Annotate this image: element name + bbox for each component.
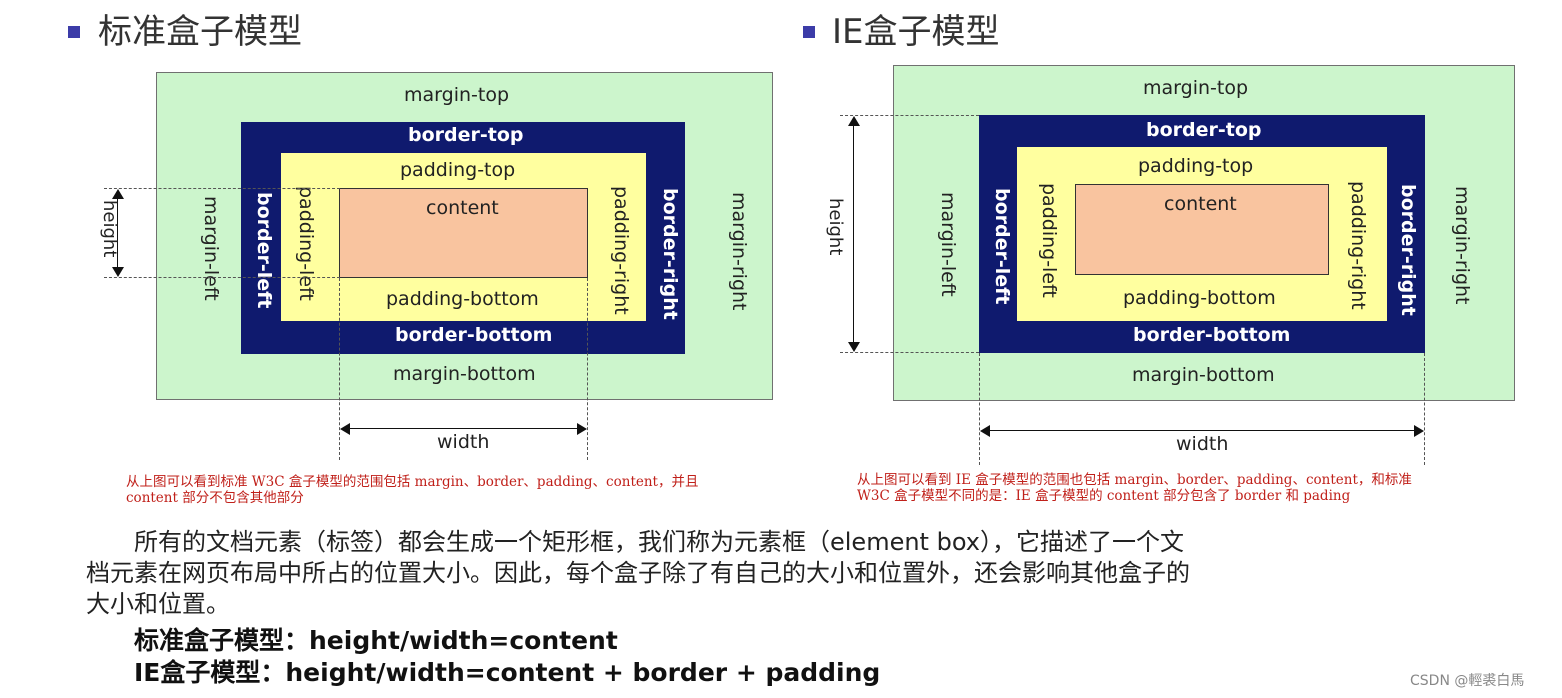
standard-width-arrow-left [340,423,350,435]
ie-padding-left-label: padding-left [1038,183,1060,298]
ie-width-label: width [1176,433,1229,455]
standard-padding-top-label: padding-top [400,159,516,181]
standard-margin-bottom-label: margin-bottom [393,363,536,385]
standard-margin-left-label: margin-left [200,196,222,301]
ie-note-line1: 从上图可以看到 IE 盒子模型的范围也包括 margin、border、padd… [857,472,1412,488]
ie-height-guide-top [840,115,979,116]
standard-height-guide-bottom [104,277,340,278]
standard-width-guide-right [587,278,588,460]
csdn-watermark: CSDN @輕裘白馬 [1410,673,1525,689]
standard-height-guide-top [104,188,340,189]
ie-padding-top-label: padding-top [1138,155,1254,177]
ie-note: 从上图可以看到 IE 盒子模型的范围也包括 margin、border、padd… [857,472,1537,504]
ie-width-arrow-right [1414,425,1424,437]
ie-margin-right-label: margin-right [1451,186,1473,305]
standard-content-area [339,188,588,278]
ie-height-guide-bottom [840,352,979,353]
ie-content-label: content [1164,193,1237,215]
standard-width-arrow-right [577,423,587,435]
formula-ie: IE盒子模型：height/width=content + border + p… [134,658,881,687]
ie-border-right-label: border-right [1397,184,1419,316]
title-bullet-standard [68,26,80,38]
standard-width-label: width [437,431,490,453]
ie-border-left-label: border-left [991,188,1013,305]
description-line-3: 大小和位置。 [86,590,230,618]
standard-note-line2: content 部分不包含其他部分 [126,490,304,506]
standard-height-label: height [99,200,120,258]
description-line-1: 所有的文档元素（标签）都会生成一个矩形框，我们称为元素框（element box… [134,528,1184,556]
ie-height-line [853,123,854,345]
ie-height-label: height [825,198,846,256]
standard-height-line [117,196,118,270]
ie-border-bottom-label: border-bottom [1133,324,1291,346]
ie-width-guide-right [1424,353,1425,465]
standard-note-line1: 从上图可以看到标准 W3C 盒子模型的范围包括 margin、border、pa… [126,474,699,490]
standard-note: 从上图可以看到标准 W3C 盒子模型的范围包括 margin、border、pa… [126,474,806,506]
ie-padding-right-label: padding-right [1347,181,1369,310]
standard-border-top-label: border-top [408,124,524,146]
ie-height-arrow-down [848,342,860,352]
ie-margin-top-label: margin-top [1143,77,1249,99]
description-line-2: 档元素在网页布局中所占的位置大小。因此，每个盒子除了有自己的大小和位置外，还会影… [86,559,1190,587]
standard-height-arrow-up [112,189,124,199]
standard-padding-right-label: padding-right [610,186,632,315]
formula-standard: 标准盒子模型：height/width=content [134,626,618,655]
standard-margin-right-label: margin-right [728,192,750,311]
standard-width-guide-left [339,278,340,460]
title-standard: 标准盒子模型 [98,12,302,52]
standard-padding-left-label: padding-left [295,186,317,301]
standard-width-line [347,428,579,429]
ie-height-arrow-up [848,116,860,126]
ie-padding-bottom-label: padding-bottom [1123,287,1276,309]
standard-padding-bottom-label: padding-bottom [386,288,539,310]
standard-border-right-label: border-right [659,188,681,320]
standard-border-left-label: border-left [253,192,275,309]
ie-margin-left-label: margin-left [937,192,959,297]
ie-margin-bottom-label: margin-bottom [1132,364,1275,386]
ie-note-line2: W3C 盒子模型不同的是：IE 盒子模型的 content 部分包含了 bord… [857,488,1351,504]
ie-width-line [987,430,1416,431]
standard-height-arrow-down [112,267,124,277]
standard-border-bottom-label: border-bottom [395,324,553,346]
title-bullet-ie [803,26,815,38]
standard-margin-top-label: margin-top [404,84,510,106]
standard-content-label: content [426,197,499,219]
ie-width-arrow-left [980,425,990,437]
description-paragraph: 所有的文档元素（标签）都会生成一个矩形框，我们称为元素框（element box… [86,527,1326,620]
ie-content-area [1075,184,1329,275]
title-ie: IE盒子模型 [832,12,1000,52]
ie-width-guide-left [979,353,980,465]
ie-border-top-label: border-top [1146,119,1262,141]
